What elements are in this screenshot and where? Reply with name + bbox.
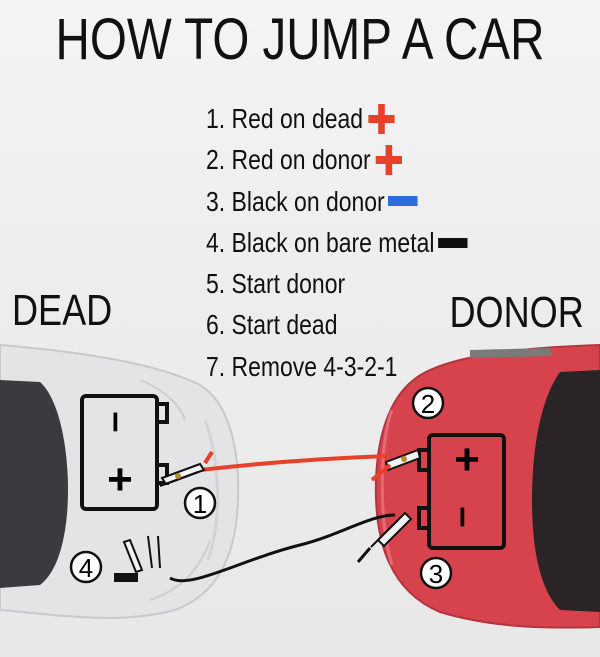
donor-label: DONOR <box>449 288 584 337</box>
page-title: HOW TO JUMP A CAR <box>55 7 545 72</box>
step-item: 7. Remove 4-3-2-1 <box>206 350 398 382</box>
marker-2: 2 <box>411 386 445 420</box>
red-clamp-dead <box>159 462 206 487</box>
dead-car <box>0 343 240 619</box>
donor-battery-plus: + <box>454 435 480 484</box>
dead-battery-minus: – <box>96 411 138 432</box>
step-item: 6. Start dead <box>206 309 338 341</box>
step-item: 3. Black on donor <box>206 181 467 222</box>
black-clamp-dead <box>114 535 161 582</box>
marker-1: 1 <box>183 486 217 520</box>
dead-label: DEAD <box>12 286 113 335</box>
donor-car <box>374 343 600 629</box>
black-block-icon <box>437 237 468 248</box>
steps-list: 1. Red on dead 2. Red on donor 3. Black … <box>206 98 525 387</box>
step-item: 5. Start donor <box>206 268 346 300</box>
svg-text:4: 4 <box>79 553 93 583</box>
svg-text:3: 3 <box>429 559 443 589</box>
dead-battery <box>80 394 169 511</box>
black-cable <box>169 513 396 583</box>
donor-battery-minus: – <box>443 506 485 527</box>
red-cable-lead <box>203 450 214 465</box>
blue-minus-icon <box>387 196 418 207</box>
red-plus-icon <box>367 103 395 134</box>
marker-4: 4 <box>69 550 103 584</box>
red-clamp-donor <box>370 448 422 482</box>
red-cable <box>199 454 389 472</box>
step-item: 1. Red on dead <box>206 98 467 139</box>
svg-text:1: 1 <box>193 489 207 519</box>
step-item: 2. Red on donor <box>206 139 467 180</box>
dead-battery-plus: + <box>107 455 133 504</box>
donor-battery <box>417 433 506 550</box>
svg-text:2: 2 <box>421 389 435 419</box>
step-item: 4. Black on bare metal <box>206 222 468 263</box>
marker-3: 3 <box>419 556 453 590</box>
black-clamp-donor <box>356 511 413 563</box>
red-plus-icon <box>375 144 402 175</box>
